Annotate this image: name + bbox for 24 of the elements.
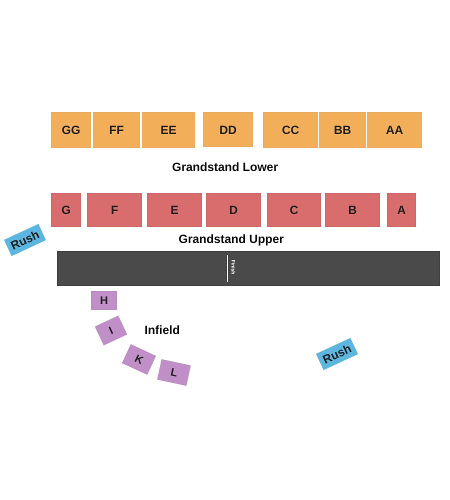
seating-section: K [122,344,156,375]
seating-section: D [206,193,261,227]
seating-section: B [325,193,380,227]
seating-section: Rush [316,338,358,370]
area-label: Infield [144,323,180,337]
seating-section: G [51,193,81,227]
seating-section: F [87,193,142,227]
area-label: Grandstand Upper [178,232,284,246]
seating-section: Rush [4,224,46,256]
seating-section: FF [93,112,140,148]
seating-section: CC [263,112,318,148]
seating-section: I [94,316,128,346]
seating-section: C [267,193,321,227]
seating-section: GG [51,112,91,148]
seating-section: E [147,193,202,227]
area-label: Grandstand Lower [172,160,278,174]
seating-section: BB [319,112,366,148]
seating-section: A [387,193,416,227]
seating-section: AA [367,112,422,148]
seating-section: L [157,359,191,386]
race-track [57,251,440,286]
seating-section: DD [203,112,253,147]
seating-section: H [91,291,117,310]
seating-section: EE [142,112,195,148]
